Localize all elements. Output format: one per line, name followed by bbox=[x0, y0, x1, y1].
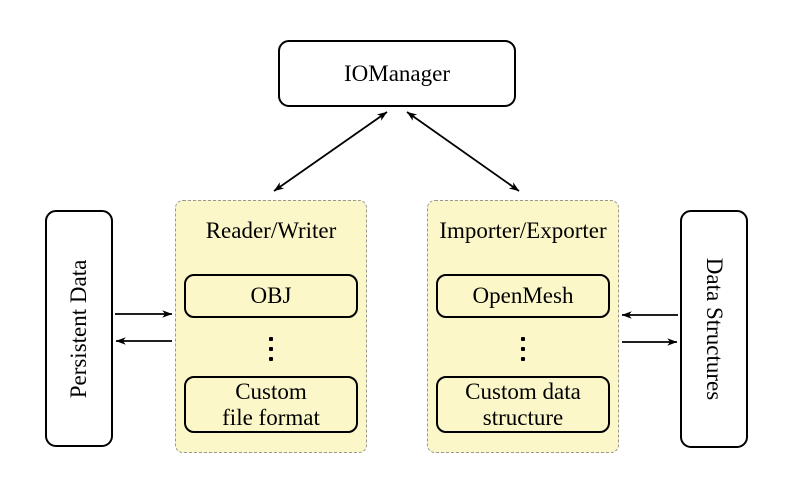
reader-writer-panel: Reader/Writer OBJ Custom file format bbox=[175, 200, 367, 453]
ellipsis-dot bbox=[269, 357, 273, 361]
custom-file-format-line2: file format bbox=[222, 404, 320, 430]
persistent-data-box: Persistent Data bbox=[45, 210, 113, 447]
persistent-data-label: Persistent Data bbox=[66, 259, 91, 398]
openmesh-label: OpenMesh bbox=[472, 283, 574, 308]
custom-file-format-line1: Custom bbox=[235, 378, 307, 404]
obj-label: OBJ bbox=[250, 283, 292, 308]
openmesh-box: OpenMesh bbox=[436, 274, 610, 318]
iomanager-label: IOManager bbox=[343, 60, 450, 86]
data-structures-box: Data Structures bbox=[680, 210, 748, 448]
ellipsis-dot bbox=[269, 347, 273, 351]
ellipsis-dot bbox=[269, 337, 273, 341]
importer-exporter-panel: Importer/Exporter OpenMesh Custom data s… bbox=[427, 200, 619, 453]
vertical-ellipsis-icon bbox=[269, 337, 273, 361]
importer-exporter-title: Importer/Exporter bbox=[439, 218, 607, 243]
ellipsis-dot bbox=[521, 347, 525, 351]
reader-writer-title: Reader/Writer bbox=[205, 218, 337, 243]
custom-data-structure-box: Custom data structure bbox=[436, 376, 610, 433]
obj-box: OBJ bbox=[184, 274, 358, 318]
vertical-ellipsis-icon bbox=[521, 337, 525, 361]
custom-data-structure-line2: structure bbox=[482, 404, 564, 430]
ellipsis-dot bbox=[521, 337, 525, 341]
iomanager-importerexporter-double-arrow bbox=[406, 111, 520, 192]
iomanager-readerwriter-double-arrow bbox=[273, 111, 388, 192]
custom-file-format-box: Custom file format bbox=[184, 376, 358, 433]
data-structures-label: Data Structures bbox=[702, 257, 727, 401]
custom-data-structure-line1: Custom data bbox=[465, 378, 581, 404]
ellipsis-dot bbox=[521, 357, 525, 361]
iomanager-box: IOManager bbox=[278, 40, 516, 107]
